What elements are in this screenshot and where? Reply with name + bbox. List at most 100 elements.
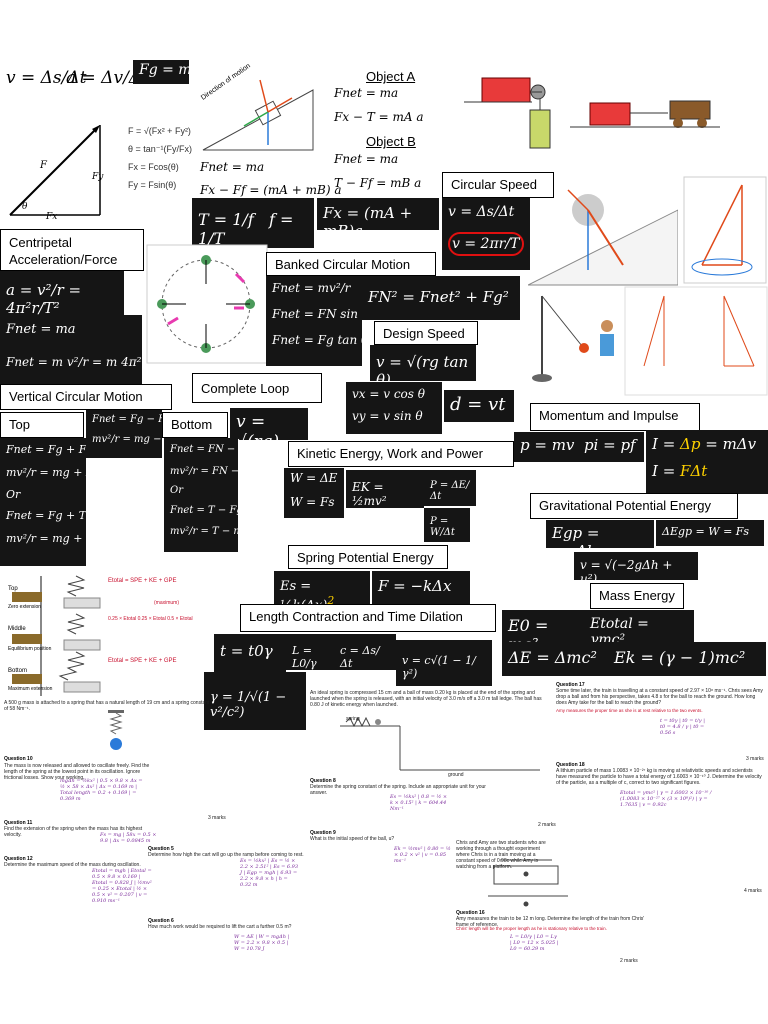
gpe-block: Egp = mgΔh — [546, 520, 654, 548]
centripetal-force-block: Fnet = ma Fnet = m v²/r = m 4π²r/T² — [0, 315, 142, 389]
force-triangle-diagram — [683, 176, 767, 284]
spring-label: spring — [346, 716, 360, 722]
train-diagram — [488, 859, 568, 907]
object-a-eq2: Fx − T = mA a — [334, 110, 424, 124]
lorentz-factor-block: γ = 1/√(1 − v²/c²) — [204, 672, 306, 730]
question-17-marks: 3 marks — [746, 756, 764, 762]
complete-loop-title: Complete Loop — [192, 373, 322, 403]
banked-normal-block: FN² = Fnet² + Fg² — [362, 276, 520, 320]
relativity-title: Length Contraction and Time Dilation — [240, 604, 496, 632]
circular-speed-block: v = Δs/Δt v = 2πr/T — [442, 198, 530, 270]
design-speed-block: v = √(rg tan θ) — [370, 345, 476, 381]
relativistic-kinetic-block: Ek = (γ − 1)mc² — [608, 642, 766, 676]
circular-speed-title: Circular Speed — [442, 172, 554, 198]
mass-defect-block: ΔE = Δmc² — [502, 642, 608, 676]
hooke-block: F = −kΔx — [372, 571, 470, 605]
question-16-note: Chris' length will be the proper length … — [456, 926, 607, 931]
question-18-text: A lithium particle of mass 1.0083 × 10⁻²… — [556, 768, 762, 786]
spring-launcher-diagram — [340, 716, 540, 771]
spring-energy-title: Spring Potential Energy — [288, 545, 448, 569]
kinetic-energy-title: Kinetic Energy, Work and Power — [288, 441, 514, 467]
incline-diagram — [202, 79, 314, 151]
question-17-working: t = t0γ | t0 = t/γ | t0 = 4.8 / γ | t0 =… — [660, 718, 705, 736]
total-energy-block: Etotal = γmc² — [584, 610, 694, 642]
question-5-working: Es = ½kx² | Es = ½ × 2.2 × 2.51² | Es = … — [240, 858, 299, 888]
tetherball-diagram — [532, 295, 614, 382]
kinetic-block: EK = ½mv² — [346, 470, 424, 508]
vertical-top-title: Top — [0, 412, 84, 438]
pulley-diagram — [464, 77, 551, 149]
velocity-equation: v = Δs/Δt — [6, 68, 87, 88]
question-18-marks: 4 marks — [744, 888, 762, 894]
centripetal-acceleration-block: a = v²/r = 4π²r/T² — [0, 271, 124, 315]
speed-of-light-block: c = Δs/Δt — [334, 634, 396, 670]
question-6-heading: Question 6 — [148, 918, 174, 924]
impulse-block: I = Δp = mΔv I = FΔt — [646, 430, 768, 494]
hanging-spring-icon — [108, 710, 124, 750]
momentum-block: p = mv pi = pf — [514, 432, 644, 462]
vertical-circular-title: Vertical Circular Motion — [0, 384, 172, 410]
conical-pendulum-diagram — [624, 286, 768, 396]
acceleration-equation: a = Δv/Δt — [66, 68, 148, 88]
question-11-text: Find the extension of the spring when th… — [4, 826, 143, 838]
power-work-block: P = W/Δt — [424, 508, 470, 542]
question-10-working: mgΔh = ½kx² | 0.5 × 9.8 × Δx = ½ × 58 × … — [60, 778, 143, 802]
question-6-working: W = ΔE | W = mgΔh | W = 2.2 × 9.8 × 0.5 … — [234, 934, 290, 952]
question-17-heading: Question 17 — [556, 682, 585, 688]
object-a-title: Object A — [366, 69, 416, 84]
question-16-marks: 2 marks — [620, 958, 638, 964]
question-11-working: Fs = mg | 58x = 0.5 × 9.8 | Δx = 0.0845 … — [100, 832, 157, 844]
banked-cyclist-diagram — [528, 189, 678, 286]
complete-loop-block: v = √(rg) — [230, 408, 308, 440]
question-6-text: How much work would be required to lift … — [148, 924, 292, 930]
object-b-eq1: Fnet = ma — [334, 152, 399, 166]
question-16-working: L = L0/γ | L0 = Lγ | L0 = 12 × 5.025 | L… — [510, 934, 559, 952]
question-10-text: The mass is now released and allowed to … — [4, 763, 150, 781]
time-dilation-block: t = t0γ — [214, 634, 286, 672]
question-9-working: Ek = ½mv² | 0.80 = ½ × 0.2 × v² | v = 0.… — [394, 846, 451, 864]
spring-problem-intro: A 500 g mass is attached to a spring tha… — [4, 700, 210, 712]
force-vector-diagram — [9, 125, 101, 216]
question-11-heading: Question 11 — [4, 820, 33, 826]
question-9-heading: Question 9 — [310, 830, 336, 836]
length-contraction-block: L = L0/γ — [286, 634, 334, 670]
thought-experiment-intro: Chris and Amy are two students who are w… — [456, 840, 546, 870]
question-8-marks: 2 marks — [538, 822, 556, 828]
vector-label-fx: Fx — [46, 212, 58, 222]
banked-motion-title: Banked Circular Motion — [266, 252, 436, 276]
vector-label-f: F — [40, 160, 47, 171]
components-block: vx = v cos θ vy = v sin θ — [346, 382, 442, 434]
banked-force-block: Fnet = mv²/r Fnet = FN sin θ Fnet = Fg t… — [266, 276, 362, 366]
question-16-text: Amy measures the train to be 12 m long. … — [456, 916, 645, 928]
cart-diagram — [570, 100, 720, 128]
relative-velocity-block: v = c√(1 − 1/γ²) — [396, 640, 492, 686]
question-8-text: Determine the spring constant of the spr… — [310, 784, 486, 796]
incline-friction-eq: Fx − Ff = (mA + mB) a — [200, 183, 342, 197]
vertical-bottom-block: Fnet = FN − Fg mv²/r = FN − mg Or Fnet =… — [164, 438, 238, 552]
question-17-text: Some time later, the train is travelling… — [556, 688, 763, 706]
object-b-title: Object B — [366, 134, 416, 149]
gpe-work-block: ΔEgp = W = Fs — [656, 520, 764, 546]
question-8-working: Es = ½kx² | 0.8 = ½ × k × 0.15² | k = 60… — [390, 794, 448, 812]
question-18-working: Etotal = γmc² | γ = 1.6003 × 10⁻¹⁰ / (1.… — [620, 790, 712, 808]
vector-equations: F = √(Fx² + Fy²)θ = tan⁻¹(Fy/Fx)Fx = Fco… — [128, 126, 193, 190]
spring-oscillation-diagram: Top Zero extension Middle Equilibrium po… — [4, 570, 210, 698]
period-block: T = 1/f f = 1/T — [192, 198, 314, 248]
work-block: W = ΔE W = Fs — [284, 468, 344, 518]
vertical-top-block: Fnet = Fg + FN mv²/r = mg + FN Or Fnet =… — [0, 438, 86, 566]
question-18-heading: Question 18 — [556, 762, 585, 768]
question-5-text: Determine how high the cart will go up t… — [148, 852, 304, 858]
design-speed-title: Design Speed — [374, 321, 478, 345]
power-block: P = ΔE/Δt — [424, 470, 476, 506]
question-12-text: Determine the maximum speed of the mass … — [4, 862, 141, 868]
ball-problem-intro: An ideal spring is compressed 15 cm and … — [310, 690, 542, 708]
gpe-title: Gravitational Potential Energy — [530, 493, 738, 519]
spring-energy-block: Es = ½k(Δx)2 — [274, 571, 370, 605]
vector-label-fy: Fy — [92, 172, 104, 182]
circular-motion-diagram — [146, 244, 268, 364]
mass-energy-title: Mass Energy — [590, 583, 684, 609]
question-9-text: What is the initial speed of the ball, u… — [310, 836, 395, 842]
gpe-velocity-block: v = √(−2gΔh + u²) — [574, 552, 698, 580]
distance-block: d = vt — [444, 390, 514, 422]
